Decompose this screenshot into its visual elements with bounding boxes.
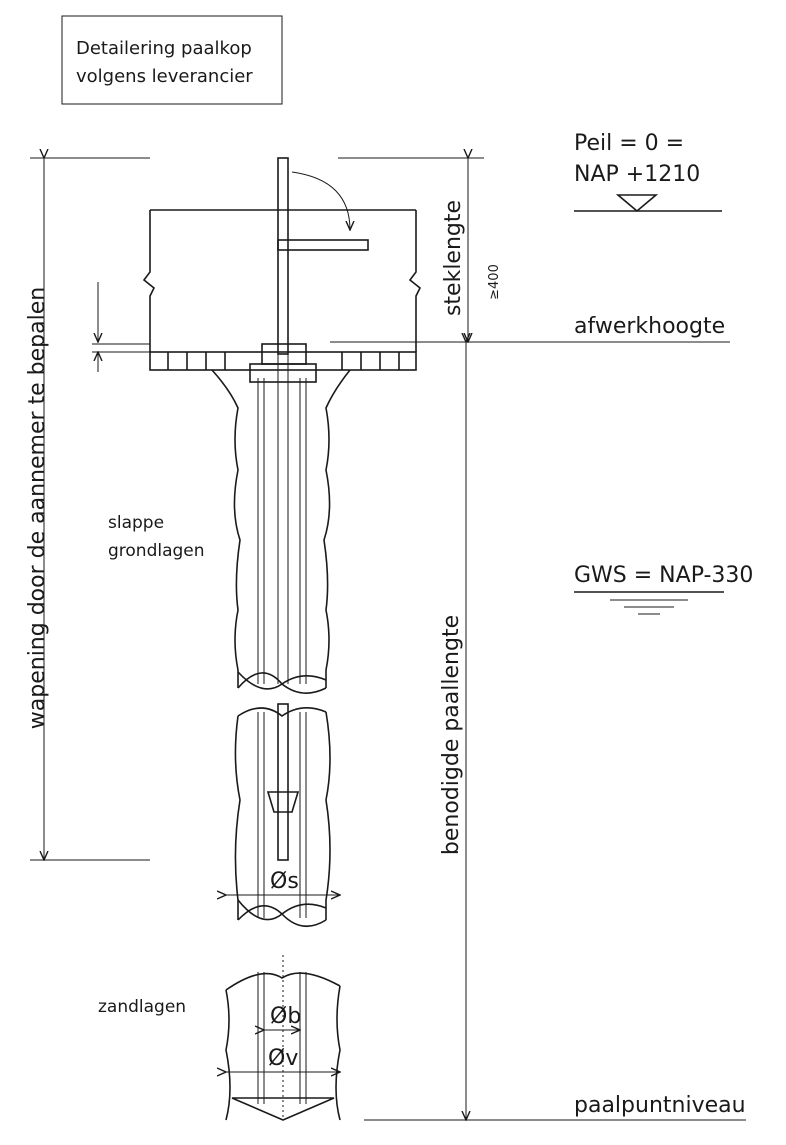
starter-bar [277, 157, 369, 355]
slappe-grondlagen-line1: slappe [108, 513, 164, 533]
pile-cap-structure [92, 209, 422, 383]
afwerkhoogte-label: afwerkhoogte [574, 314, 725, 339]
pile-shaft-upper [211, 354, 351, 694]
diameter-s-label: Øs [270, 869, 299, 894]
peil-label-line1: Peil = 0 = [574, 131, 684, 156]
note-box-line2: volgens leverancier [76, 66, 253, 87]
diameter-b-label: Øb [270, 1004, 301, 1029]
paallengte-label: benodigde paallengte [439, 615, 464, 855]
steklengte-label: steklengte [441, 200, 466, 316]
peil-label-line2: NAP +1210 [574, 162, 700, 187]
zandlagen-label: zandlagen [98, 997, 186, 1017]
pile-shaft-middle: Øs [226, 703, 340, 927]
note-box [61, 15, 283, 105]
wapening-label: wapening door de aannemer te bepalen [25, 287, 50, 729]
pile-shaft-lower: Øb Øv [226, 955, 340, 1121]
paalpuntniveau-label: paalpuntniveau [574, 1093, 746, 1118]
peil-level-marker: Peil = 0 = NAP +1210 [574, 131, 722, 213]
gws-level-marker: GWS = NAP-330 [574, 563, 753, 615]
pile-tip [231, 1097, 335, 1121]
min-400-label: ≥400 [487, 264, 502, 300]
diameter-v-label: Øv [268, 1046, 298, 1071]
note-box-line1: Detailering paalkop [76, 38, 252, 59]
gws-label: GWS = NAP-330 [574, 563, 753, 588]
slappe-grondlagen-line2: grondlagen [108, 541, 205, 561]
